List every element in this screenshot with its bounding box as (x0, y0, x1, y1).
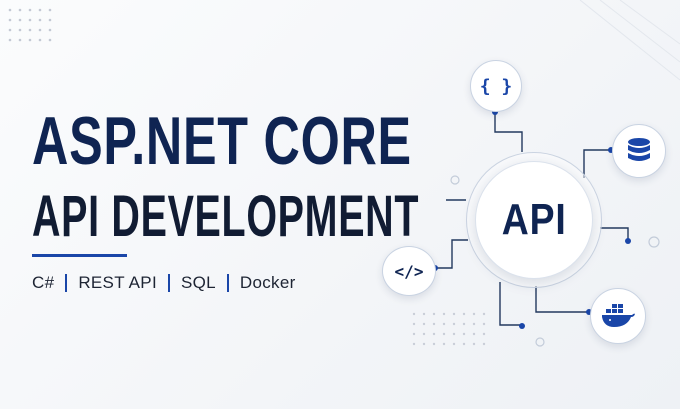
docker-node (590, 288, 646, 344)
decorative-lines (579, 0, 680, 81)
api-hub: API (475, 161, 593, 279)
title-line-1: ASP.NET CORE (32, 103, 412, 179)
database-node (612, 124, 666, 178)
tech-item: REST API (78, 273, 157, 292)
tech-stack-row: C# REST API SQL Docker (32, 273, 296, 293)
dot-grid-top-left (8, 8, 52, 42)
tech-separator (226, 274, 229, 292)
code-tag-node: </> (382, 246, 436, 296)
tech-separator (65, 274, 68, 292)
curly-braces-node: { } (470, 60, 522, 112)
tech-item: SQL (180, 273, 216, 292)
tech-item: C# (32, 273, 55, 292)
title-line-2: API DEVELOPMENT (32, 184, 420, 249)
database-icon (628, 138, 650, 161)
tech-separator (167, 274, 170, 292)
tech-item: Docker (239, 273, 296, 292)
docker-whale-icon (602, 304, 635, 327)
code-tag-icon: </> (394, 261, 424, 281)
title-divider (32, 254, 127, 257)
curly-braces-icon: { } (479, 75, 513, 97)
api-hub-label: API (501, 195, 567, 244)
dot-grid-bottom (412, 312, 486, 346)
